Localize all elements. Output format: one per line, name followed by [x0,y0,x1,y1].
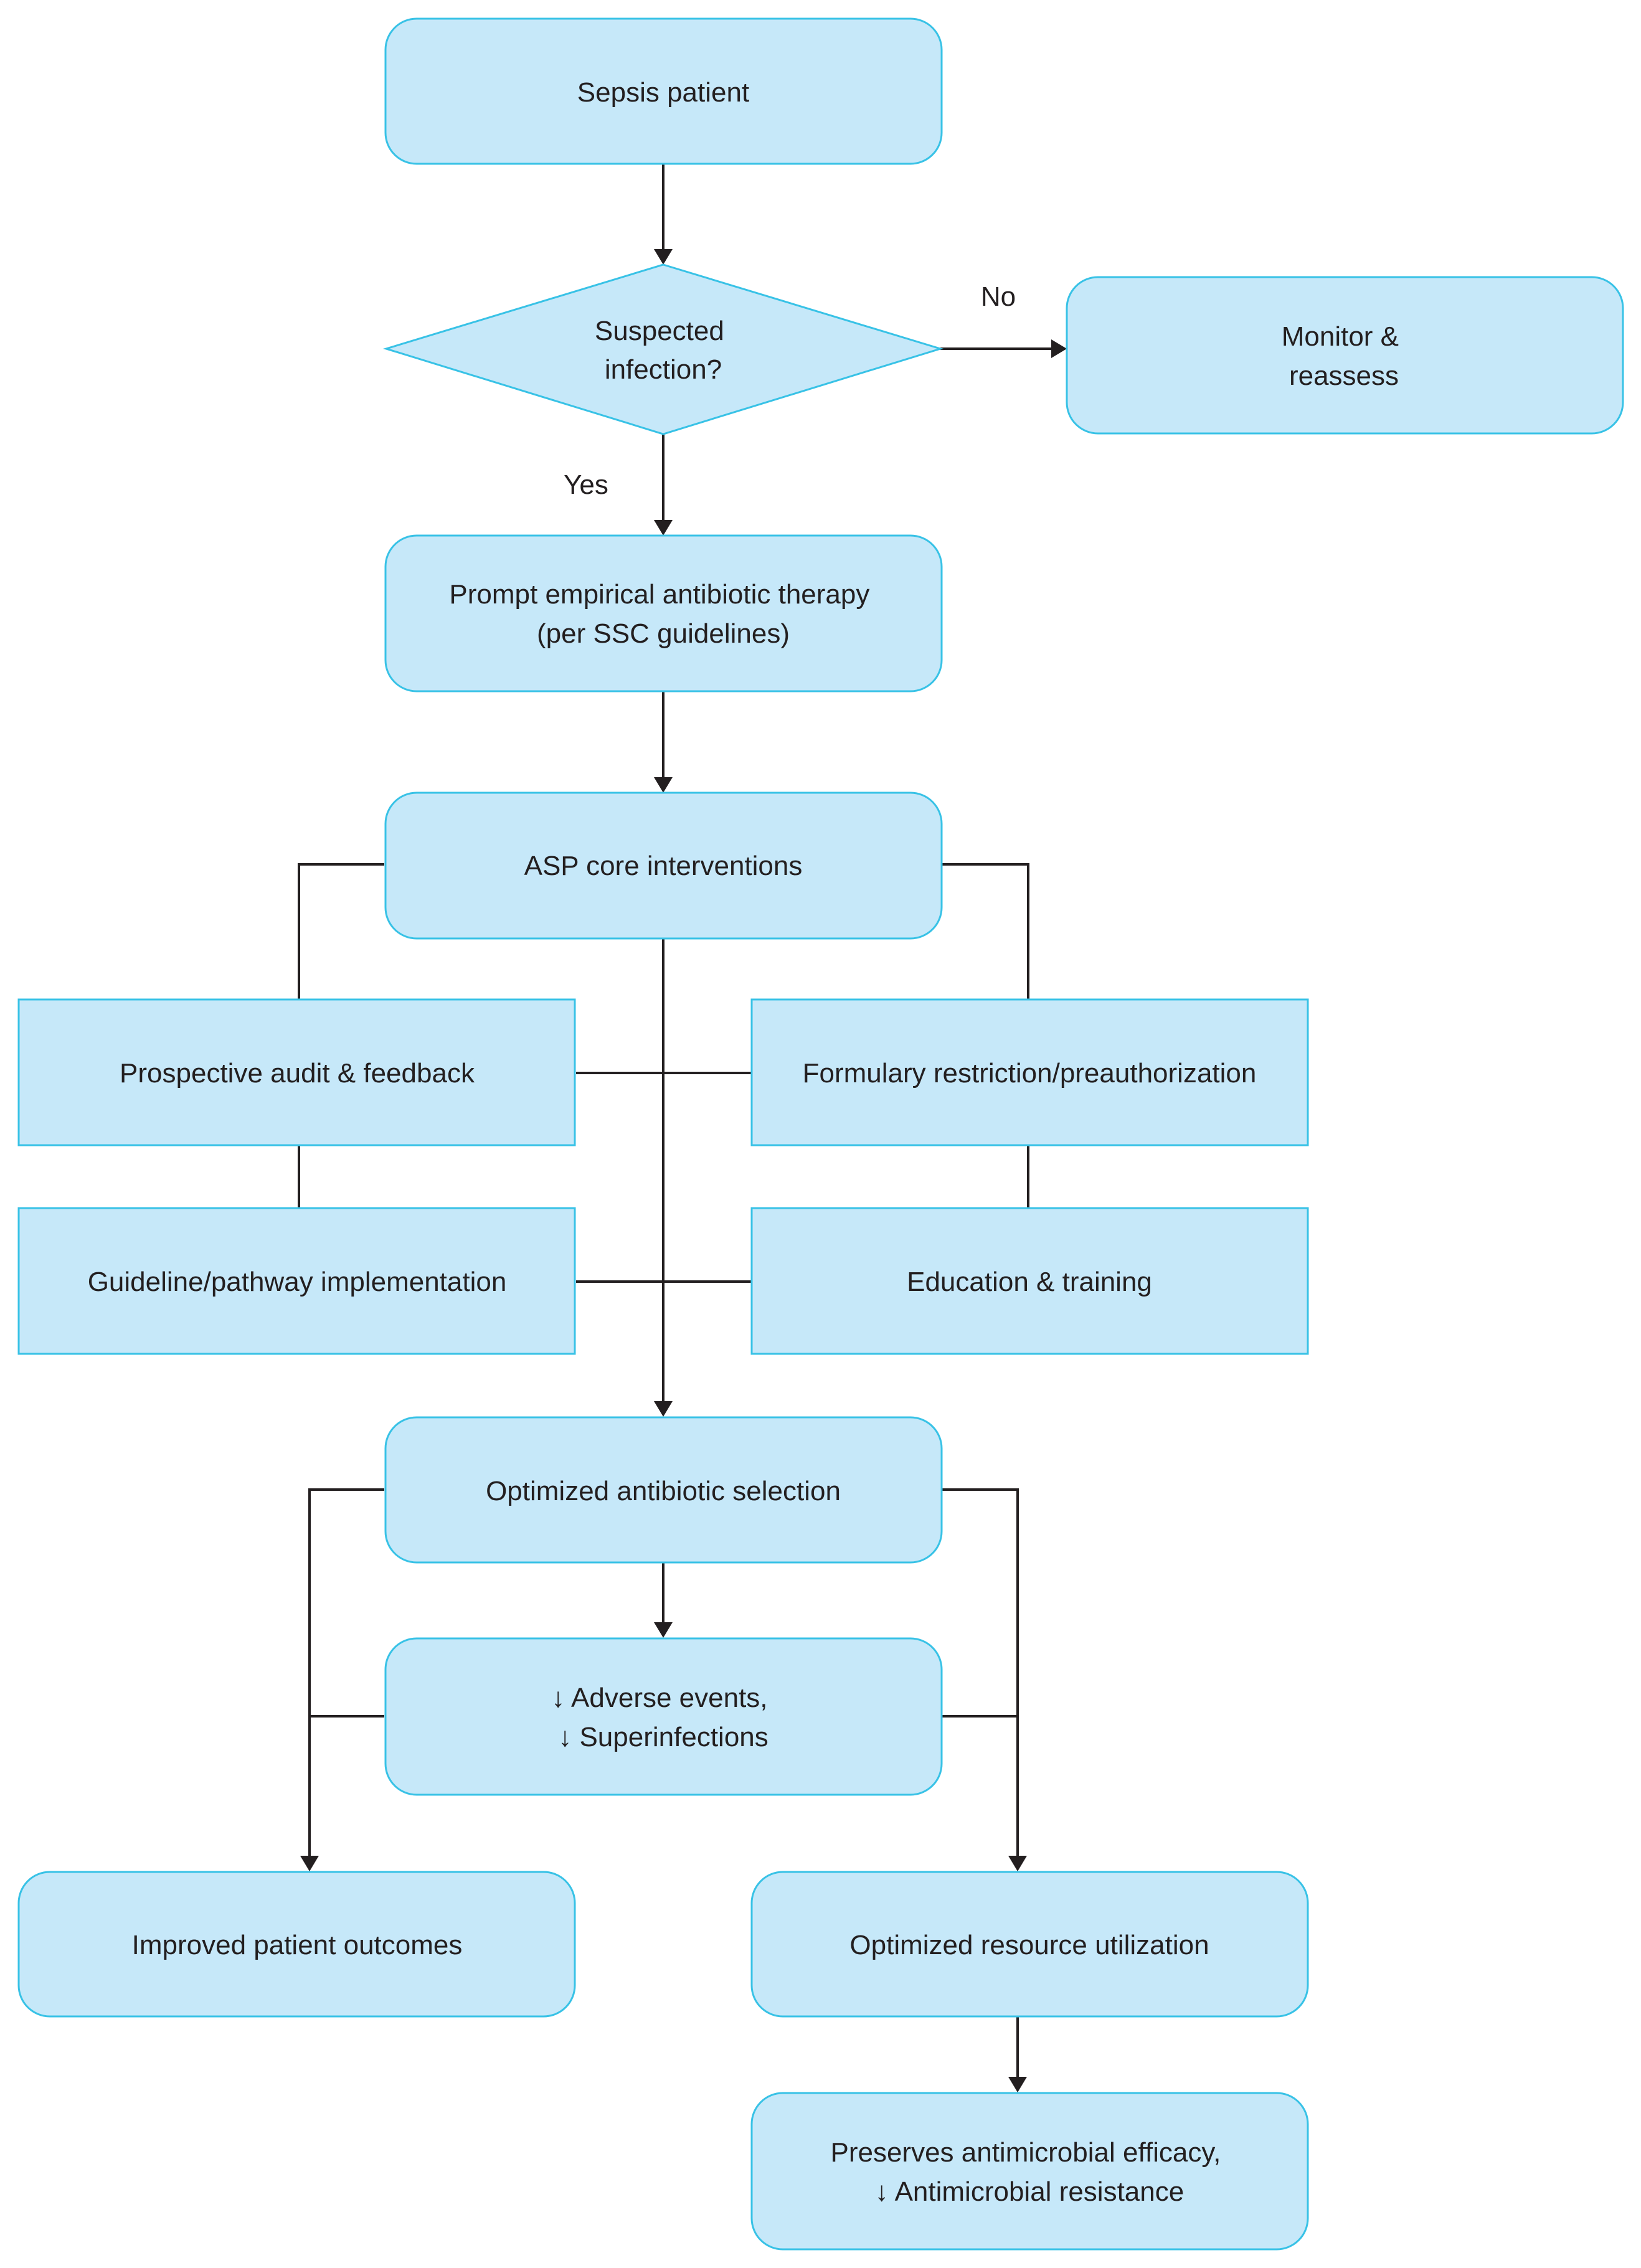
arrowhead [654,1622,673,1638]
connectors [298,164,1067,2092]
node-label-line: ↓ Antimicrobial resistance [875,2176,1184,2207]
node-monitor-reassess: Monitor & reassess [1066,276,1624,435]
svg-text:Optimized resource utilization: Optimized resource utilization [849,1930,1209,1960]
arrowhead [300,1856,319,1871]
node-prompt-empirical: Prompt empirical antibiotic therapy (per… [384,534,943,692]
node-optimized-selection: Optimized antibiotic selection [384,1416,943,1564]
node-label-line: Prompt empirical antibiotic therapy [449,579,869,610]
node-improved-outcomes: Improved patient outcomes [17,1871,576,2018]
node-label-line: Preserves antimicrobial efficacy, [830,2137,1221,2168]
svg-text:Improved patient outcomes: Improved patient outcomes [132,1930,463,1960]
node-education-training: Education & training [750,1207,1309,1355]
node-label-line: Improved patient outcomes [132,1930,463,1960]
edge-selection-to-outcomes [308,1488,384,1868]
svg-text:Suspected infection?: Suspected infection? [595,316,732,385]
node-label-line: Prospective audit & feedback [120,1058,475,1089]
node-suspected-infection: Suspected infection? [382,263,944,435]
arrowhead [1008,1856,1027,1871]
node-label-line: Formulary restriction/preauthorization [803,1058,1257,1089]
edge-asp-to-formulary [942,863,1029,999]
node-resource-utilization: Optimized resource utilization [750,1871,1309,2018]
node-adverse-events: ↓ Adverse events, ↓ Superinfections [384,1637,943,1796]
node-label-line: Education & training [907,1267,1152,1297]
arrowhead [654,1401,673,1417]
arrowhead [1051,339,1067,358]
node-label-line: Suspected [595,316,724,346]
node-label-line: Monitor & [1282,321,1399,352]
node-label-line: ↓ Adverse events, [551,1683,767,1713]
svg-text:Preserves antimicrobial effica: Preserves antimicrobial efficacy, ↓ Anti… [830,2137,1228,2207]
node-label-line: Sepsis patient [577,77,749,108]
edge-label-no: No [981,281,1016,312]
nodes: Sepsis patient Suspected infection? No Y… [17,17,1624,2251]
node-prospective-audit: Prospective audit & feedback [17,998,576,1146]
node-label-line: (per SSC guidelines) [537,618,790,649]
node-label-line: Guideline/pathway implementation [88,1267,507,1297]
svg-text:Monitor & reassess: Monitor & reassess [1282,321,1407,391]
svg-text:Optimized antibiotic selection: Optimized antibiotic selection [486,1476,841,1506]
svg-text:Guideline/pathway implementati: Guideline/pathway implementation [88,1267,507,1297]
node-asp-core: ASP core interventions [384,791,943,940]
arrowhead [654,520,673,536]
node-label-line: Optimized resource utilization [849,1930,1209,1960]
node-guideline-pathway: Guideline/pathway implementation [17,1207,576,1355]
svg-text:Formulary restriction/preautho: Formulary restriction/preauthorization [803,1058,1257,1089]
svg-text:Education & training: Education & training [907,1267,1152,1297]
svg-text:Prompt empirical antibiotic th: Prompt empirical antibiotic therapy (per… [449,579,877,649]
node-label-line: infection? [605,354,722,385]
edge-asp-to-audit [298,863,384,999]
node-label-line: ↓ Superinfections [558,1722,768,1752]
svg-text:ASP core interventions: ASP core interventions [524,851,803,881]
svg-text:Prospective audit & feedback: Prospective audit & feedback [120,1058,475,1089]
arrowhead [654,777,673,793]
svg-text:↓ Adverse events, ↓ Su: ↓ Adverse events, ↓ Superinfections [551,1683,775,1752]
arrowhead [654,249,673,265]
edge-selection-to-resource [942,1488,1019,1868]
node-label-line: Optimized antibiotic selection [486,1476,841,1506]
svg-text:Sepsis patient: Sepsis patient [577,77,749,108]
node-label-line: ASP core interventions [524,851,803,881]
node-formulary-restriction: Formulary restriction/preauthorization [750,998,1309,1146]
arrowhead [1008,2077,1027,2092]
node-sepsis-patient: Sepsis patient [384,17,943,165]
node-label-line: reassess [1289,361,1399,391]
node-preserves-efficacy: Preserves antimicrobial efficacy, ↓ Anti… [750,2092,1309,2251]
edge-label-yes: Yes [564,470,608,500]
